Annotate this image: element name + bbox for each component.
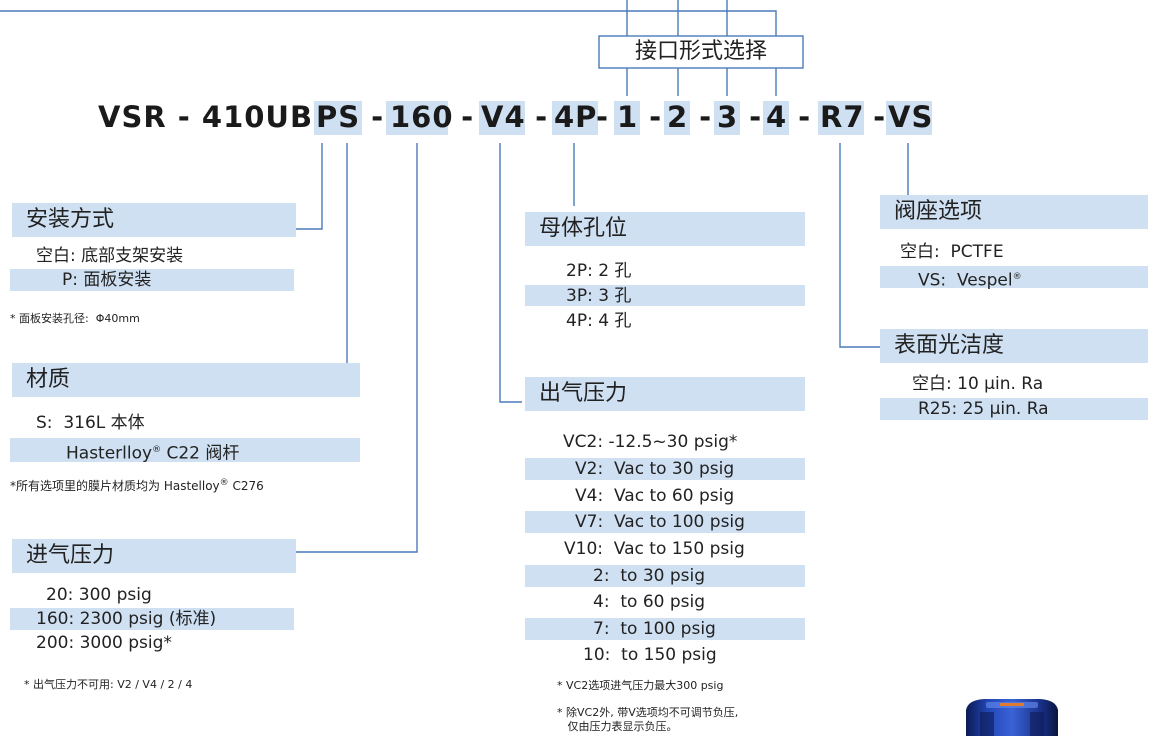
highlight-vs bbox=[886, 101, 932, 135]
seat-option-blank: 空白: PCTFE bbox=[900, 242, 1004, 262]
finish-option-blank: 空白: 10 µin. Ra bbox=[912, 374, 1044, 394]
mounting-title: 安装方式 bbox=[12, 203, 296, 237]
highlight-v4 bbox=[479, 101, 525, 135]
outlet-option-vc2: VC2: -12.5~30 psig* bbox=[563, 432, 738, 452]
material-option-hasterlloy: Hasterlloy® C22 阀杆 bbox=[66, 443, 240, 464]
mounting-option-p: P: 面板安装 bbox=[62, 270, 152, 290]
code-sep-7: - bbox=[738, 100, 774, 134]
code-sep-8: - bbox=[787, 100, 823, 134]
material-title: 材质 bbox=[12, 363, 360, 397]
body-ports-option-2p: 2P: 2 孔 bbox=[566, 261, 632, 281]
code-2: 2 bbox=[667, 100, 689, 134]
material-option-band bbox=[10, 438, 360, 462]
code-prefix: VSR - 410UB bbox=[98, 100, 314, 134]
highlight-1 bbox=[614, 101, 640, 135]
outlet-note-2: * 除VC2外, 带V选项均不可调节负压, 仅由压力表显示负压。 bbox=[557, 706, 739, 733]
outlet-option-2: 2: to 30 psig bbox=[593, 566, 706, 586]
interface-box-label: 接口形式选择 bbox=[634, 39, 767, 64]
outlet-band-4 bbox=[525, 618, 805, 640]
code-4p: 4P bbox=[554, 100, 598, 134]
code-v4: V4 bbox=[481, 100, 526, 134]
finish-option-r25: R25: 25 µin. Ra bbox=[918, 399, 1049, 419]
finish-title: 表面光洁度 bbox=[880, 329, 1148, 363]
outlet-option-7: 7: to 100 psig bbox=[593, 619, 716, 639]
outlet-option-v4: V4: Vac to 60 psig bbox=[575, 486, 735, 506]
outlet-title: 出气压力 bbox=[525, 377, 805, 411]
outlet-option-v7: V7: Vac to 100 psig bbox=[575, 512, 745, 532]
inlet-option-160: 160: 2300 psig (标准) bbox=[36, 609, 217, 629]
outlet-option-4: 4: to 60 psig bbox=[593, 592, 706, 612]
highlight-4p bbox=[552, 101, 598, 135]
mounting-option-blank: 空白: 底部支架安装 bbox=[36, 246, 184, 266]
code-sep-5: - bbox=[638, 100, 674, 134]
code-sep-4: - bbox=[596, 100, 621, 134]
highlight-4 bbox=[763, 101, 789, 135]
code-4: 4 bbox=[766, 100, 788, 134]
inlet-option-20: 20: 300 psig bbox=[46, 585, 152, 605]
finish-option-band bbox=[880, 398, 1148, 420]
outlet-option-10: 10: to 150 psig bbox=[583, 645, 717, 665]
code-sep-6: - bbox=[688, 100, 724, 134]
highlight-160 bbox=[386, 101, 448, 135]
code-r7: R7 bbox=[820, 100, 865, 134]
seat-option-vs: VS: Vespel® bbox=[918, 270, 1022, 291]
body-ports-title: 母体孔位 bbox=[525, 212, 805, 246]
outlet-band-1 bbox=[525, 458, 805, 480]
body-ports-option-3p: 3P: 3 孔 bbox=[566, 286, 632, 306]
outlet-note-1: * VC2选项进气压力最大300 psig bbox=[557, 679, 724, 692]
mounting-option-band bbox=[10, 269, 294, 291]
outlet-option-v10: V10: Vac to 150 psig bbox=[564, 539, 745, 559]
code-sep-9: - bbox=[862, 100, 887, 134]
body-ports-band bbox=[525, 285, 805, 306]
top-frame-line bbox=[0, 10, 777, 36]
code-3: 3 bbox=[717, 100, 739, 134]
code-ps: PS bbox=[316, 100, 361, 134]
mounting-note: * 面板安装孔径: Φ40mm bbox=[10, 312, 140, 325]
code-1: 1 bbox=[617, 100, 639, 134]
outlet-band-3 bbox=[525, 565, 805, 587]
regulator-product-image bbox=[966, 699, 1058, 736]
outlet-option-v2: V2: Vac to 30 psig bbox=[575, 459, 735, 479]
material-note: *所有选项里的膜片材质均为 Hastelloy® C276 bbox=[10, 478, 264, 493]
material-option-s: S: 316L 本体 bbox=[36, 413, 145, 433]
outlet-band-2 bbox=[525, 511, 805, 533]
highlight-3 bbox=[714, 101, 740, 135]
inlet-note: * 出气压力不可用: V2 / V4 / 2 / 4 bbox=[24, 678, 193, 691]
code-vs: VS bbox=[888, 100, 934, 134]
highlight-r7 bbox=[818, 101, 864, 135]
inlet-option-band bbox=[10, 608, 294, 630]
code-sep-1: - bbox=[360, 100, 396, 134]
body-ports-option-4p: 4P: 4 孔 bbox=[566, 311, 632, 331]
code-sep-2: - bbox=[450, 100, 486, 134]
inlet-option-200: 200: 3000 psig* bbox=[36, 633, 172, 653]
inlet-title: 进气压力 bbox=[12, 539, 296, 573]
code-160: 160 bbox=[390, 100, 454, 134]
highlight-ps bbox=[314, 101, 362, 135]
seat-option-band bbox=[880, 266, 1148, 288]
seat-title: 阀座选项 bbox=[880, 195, 1148, 229]
code-sep-3: - bbox=[524, 100, 560, 134]
highlight-2 bbox=[664, 101, 690, 135]
